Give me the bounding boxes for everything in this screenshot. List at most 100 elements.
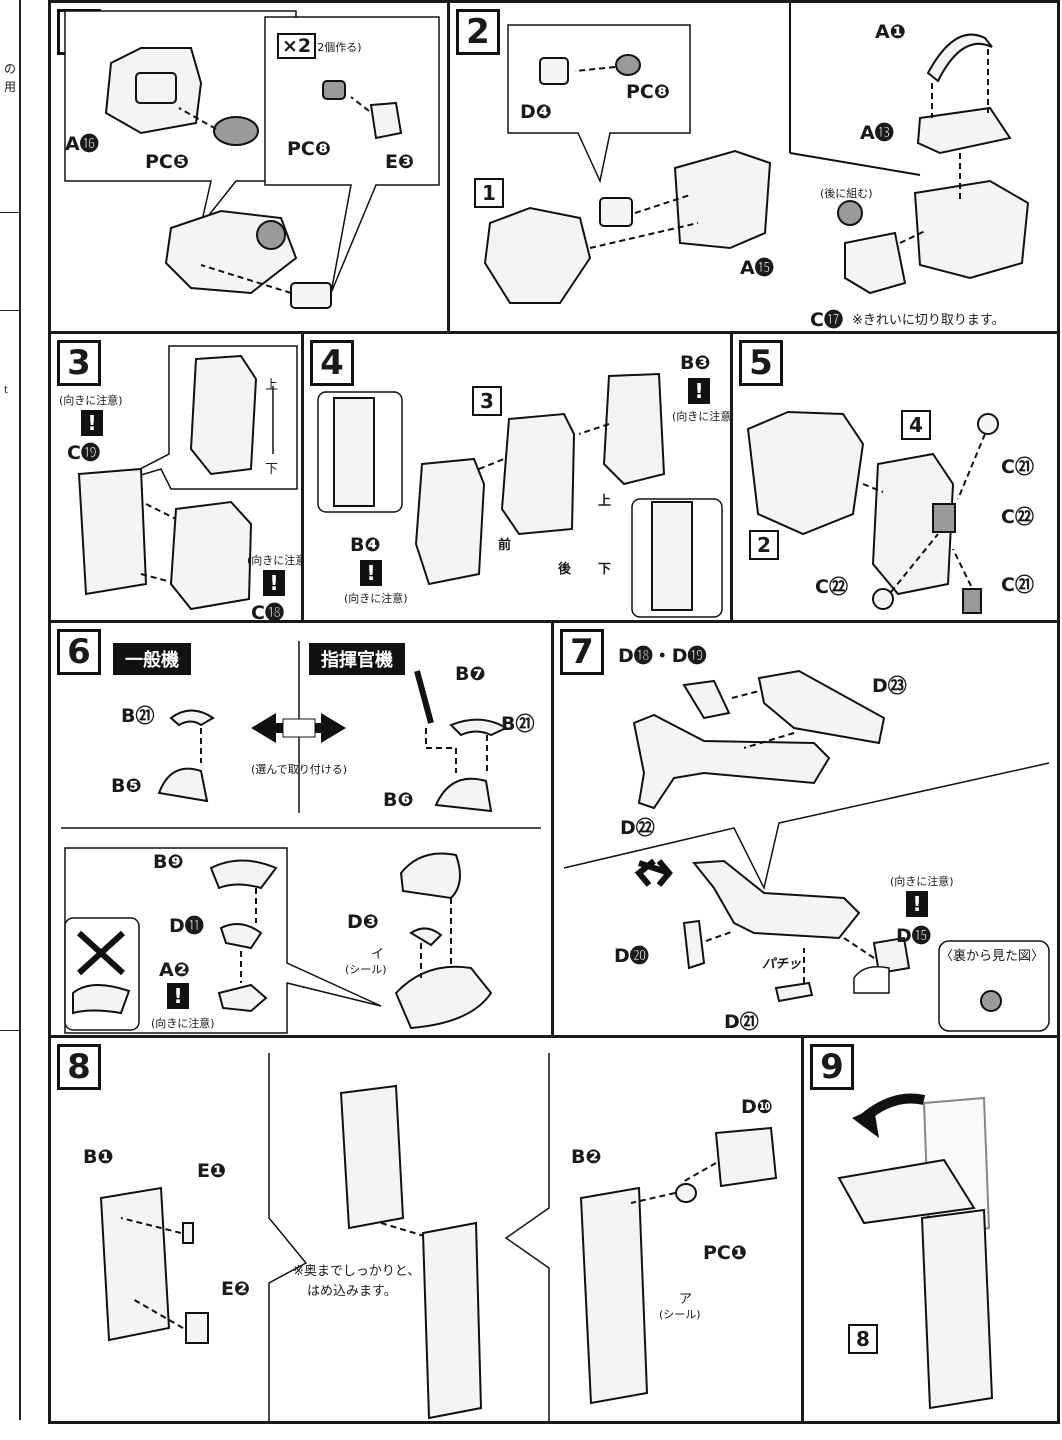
s4-up-label: 上 [598, 494, 612, 509]
s6-d11-label: D⓫ [169, 915, 204, 937]
side-divider-1 [0, 212, 19, 213]
s3-up-label: 上 [265, 378, 279, 393]
s1-e3-label: E❸ [385, 151, 415, 173]
s9-ref-step8: 8 [848, 1324, 878, 1354]
step-1-illustration [64, 10, 440, 309]
s2-a15-label: A⓯ [740, 257, 774, 279]
s6-b5-label: B❺ [111, 775, 142, 797]
s4-warning-icon-2: ! [360, 560, 382, 586]
s6-b7-label: B❼ [455, 663, 486, 685]
s6-seal-i: イ [371, 947, 385, 962]
s4-b3-label: B❸ [680, 352, 711, 374]
s8-pc1-label: PC❶ [703, 1242, 747, 1264]
s5-ref-step4: 4 [901, 410, 931, 440]
s3-dir-note-1: (向きに注意) [59, 394, 123, 407]
step-9-panel: 9 8 [801, 1035, 1060, 1424]
s3-dir-note-2: (向きに注意) [247, 554, 301, 567]
s3-c18-label: C⓲ [251, 602, 284, 623]
s6-b6-label: B❻ [383, 789, 414, 811]
s1-a16-label: A⓰ [65, 133, 99, 155]
s8-e1-label: E❶ [197, 1160, 227, 1182]
step-8-illustration [99, 1053, 778, 1421]
s7-d20-label: D⓴ [614, 945, 649, 967]
s3-warning-icon-2: ! [263, 570, 285, 596]
s2-c17-label: C⓱ [810, 309, 843, 331]
side-text-3: t [4, 385, 8, 396]
s5-c21-label-b: C㉑ [1001, 574, 1034, 596]
s3-warning-icon-1: ! [81, 410, 103, 436]
s6-choose-note: (選んで取り付ける) [251, 763, 348, 776]
s7-d22-label: D㉒ [620, 817, 655, 839]
s4-dir-note-2: (向きに注意) [344, 592, 408, 605]
s4-down-label: 下 [598, 562, 612, 577]
step-4-illustration [317, 372, 723, 618]
s4-warning-icon-1: ! [688, 378, 710, 404]
s6-warning-icon: ! [167, 983, 189, 1009]
step-1-panel: 1 A⓰ PC❺ ×2 (2個作る) PC❽ E❸ [48, 0, 450, 334]
s6-tag-commander: 指揮官機 [309, 643, 405, 675]
s8-seal-a: ア [679, 1292, 693, 1307]
s5-c22-label-a: C㉒ [1001, 506, 1034, 528]
s3-down-label: 下 [265, 462, 279, 477]
s8-e2-label: E❷ [221, 1278, 251, 1300]
step-6-illustration [61, 641, 541, 1034]
s8-fit-note-2: はめ込みます。 [307, 1284, 397, 1299]
s4-ref-step3: 3 [472, 386, 502, 416]
side-text-2: 用 [4, 80, 17, 94]
s6-dir-note: (向きに注意) [151, 1017, 215, 1030]
step-9-illustration [837, 1093, 994, 1410]
step-9-number: 9 [810, 1044, 854, 1090]
s6-seal-note: (シール) [345, 963, 387, 976]
s6-d3-label: D❸ [347, 911, 379, 933]
left-margin-rule [19, 0, 21, 1420]
step-2-illustration [483, 3, 1030, 304]
s8-b2-label: B❷ [571, 1146, 602, 1168]
s2-a13-label: A⓭ [860, 122, 894, 144]
s8-fit-note-1: ※奥までしっかりと、 [293, 1264, 421, 1279]
s6-b21-label-b: B㉑ [501, 713, 535, 735]
side-divider-2 [0, 310, 19, 311]
step-3-panel: 3 (向きに注意) ! C⓳ 上 下 (向きに注意) ! C⓲ [48, 331, 304, 623]
step-8-panel: 8 B❶ E❶ E❷ ※奥までしっかりと、 はめ込みます。 B❷ D❿ PC❶ … [48, 1035, 804, 1424]
s6-a2-label: A❷ [159, 959, 190, 981]
s4-back-label: 後 [558, 562, 572, 577]
s8-seal-note: (シール) [659, 1308, 701, 1321]
s7-pachi-label: パチッ [762, 957, 802, 972]
s7-d18-d19-label: D⓲・D⓳ [618, 645, 707, 667]
step-7-panel: 7 D⓲・D⓳ D㉓ D㉒ D⓴ D㉑ (向きに注意) ! D⓯ パチ [551, 620, 1060, 1038]
s5-c21-label-a: C㉑ [1001, 456, 1034, 478]
s4-b4-label: B❹ [350, 534, 381, 556]
step-5-number: 5 [739, 340, 783, 386]
s2-back-note: (後に組む) [820, 187, 873, 200]
s7-d21-label: D㉑ [724, 1011, 759, 1033]
step-6-panel: 6 一般機 指揮官機 [48, 620, 554, 1038]
step-7-number: 7 [560, 629, 604, 675]
s3-c19-label: C⓳ [67, 442, 100, 464]
step-4-number: 4 [310, 340, 354, 386]
s6-b21-label-a: B㉑ [121, 705, 155, 727]
step-5-illustration [746, 410, 999, 614]
s1-pc8-label: PC❽ [287, 138, 331, 160]
s2-ref-step1: 1 [474, 178, 504, 208]
s8-d10-label: D❿ [741, 1096, 773, 1118]
s7-back-view-label: 〈裏から見た図〉 [940, 949, 1045, 964]
s1-x2-label: ×2 [277, 33, 317, 59]
s7-d23-label: D㉓ [872, 675, 907, 697]
step-5-panel: 5 4 2 C㉑ C㉒ C㉒ C㉑ [730, 331, 1060, 623]
s2-cut-note: ※きれいに切り取ります。 [852, 313, 1005, 328]
step-2-panel: 2 D❹ PC❽ 1 A⓯ A❶ [447, 0, 1060, 334]
step-3-illustration [77, 345, 298, 611]
s2-pc8-label: PC❽ [626, 81, 670, 103]
step-6-number: 6 [57, 629, 101, 675]
s6-b9-label: B❾ [153, 851, 184, 873]
s1-pc5-label: PC❺ [145, 151, 189, 173]
s4-dir-note-1: (向きに注意) [672, 410, 733, 423]
s7-dir-note: (向きに注意) [890, 875, 954, 888]
s8-b1-label: B❶ [83, 1146, 114, 1168]
side-text-1: の [4, 62, 17, 76]
s7-d15-label: D⓯ [896, 925, 931, 947]
step-4-panel: 4 3 B❸ ! (向きに注意) B❹ ! (向きに注意) 前 後 上 下 [301, 331, 733, 623]
s4-front-label: 前 [498, 538, 512, 553]
side-divider-3 [0, 1030, 19, 1031]
